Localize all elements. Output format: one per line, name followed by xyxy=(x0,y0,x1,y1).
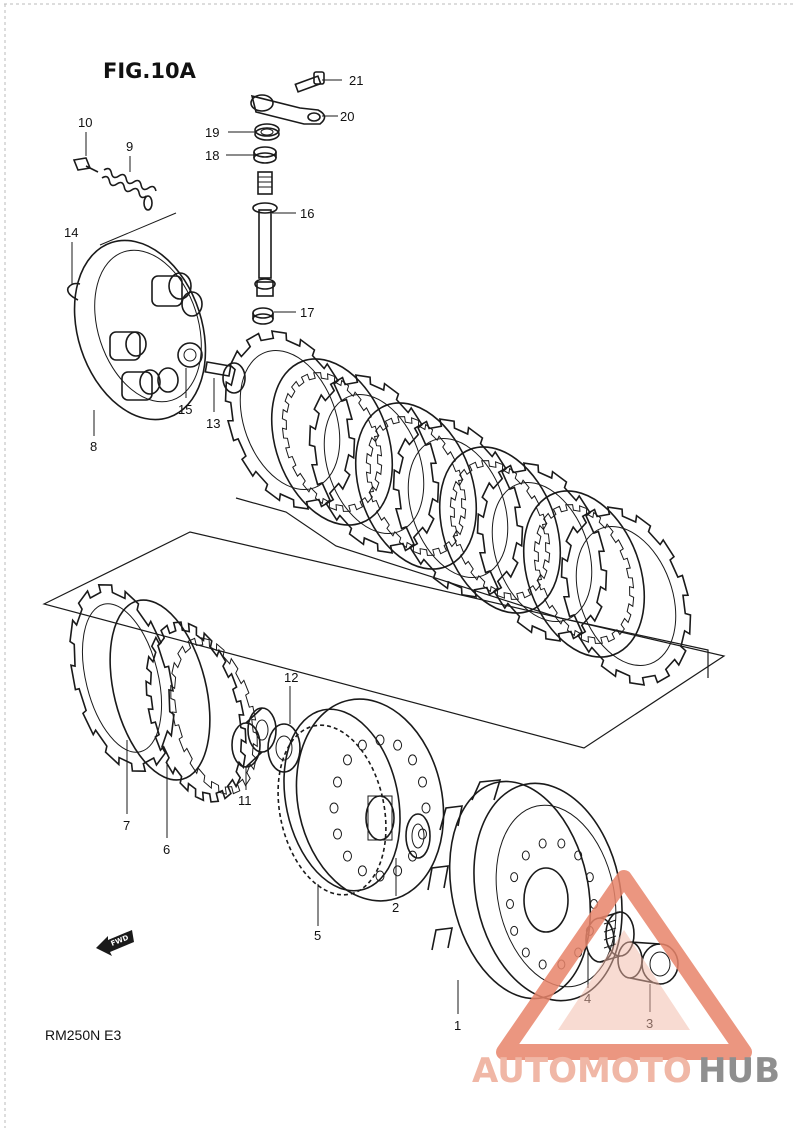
watermark-text: AUTOMOTO HUB xyxy=(472,1051,780,1091)
part-10-bolt xyxy=(72,157,99,173)
drive-plate xyxy=(560,506,692,686)
callout-11: 11 xyxy=(238,793,252,808)
part-21-bolt xyxy=(294,71,325,93)
callout-1: 1 xyxy=(454,1018,461,1033)
drive-plate xyxy=(392,418,524,598)
driven-plate-teeth xyxy=(365,416,467,556)
drive-plate xyxy=(476,462,608,642)
guide-line-9 xyxy=(99,212,177,246)
part-17-bearing xyxy=(252,307,274,325)
watermark-text-a: AUTOMOTO xyxy=(472,1051,692,1091)
drive-plate xyxy=(224,330,356,510)
callout-12: 12 xyxy=(284,670,298,685)
part-8-pressure-plate xyxy=(73,239,207,421)
part-15-bearing xyxy=(177,342,203,368)
drive-plate-inner xyxy=(407,438,509,578)
part-1-clutch-housing xyxy=(427,779,623,1002)
upper-stack-frame xyxy=(235,497,709,678)
part-6-plate xyxy=(145,621,247,803)
drive-plate-inner xyxy=(323,394,425,534)
part-16-release-shaft xyxy=(252,171,278,297)
part-2-thrust-washer xyxy=(405,813,431,859)
callout-7: 7 xyxy=(123,818,130,833)
part-20-release-arm xyxy=(250,94,326,125)
drive-plate xyxy=(308,374,440,554)
callout-18: 18 xyxy=(205,148,219,163)
driven-plate-teeth xyxy=(533,504,635,644)
drive-plate-inner xyxy=(491,482,593,622)
callout-19: 19 xyxy=(205,125,219,140)
fwd-arrow-icon: FWD xyxy=(96,930,134,956)
part-18-bearing xyxy=(253,146,277,164)
part-7-plate-inner xyxy=(82,603,162,753)
callout-6: 6 xyxy=(163,842,170,857)
part-9-clutch-spring xyxy=(101,167,157,211)
drive-plate-inner xyxy=(239,350,341,490)
part-7-drive-plate xyxy=(69,584,175,772)
model-code: RM250N E3 xyxy=(45,1027,121,1043)
callout-9: 9 xyxy=(126,139,133,154)
callout-10: 10 xyxy=(78,115,92,130)
watermark-logo xyxy=(496,870,752,1060)
callout-2: 2 xyxy=(392,900,399,915)
part-19-oil-seal xyxy=(254,123,280,141)
callout-leaders xyxy=(71,79,651,1014)
part-13-push-piece xyxy=(204,361,246,394)
callout-21: 21 xyxy=(349,73,363,88)
driven-plate-teeth xyxy=(449,460,551,600)
part-5-clutch-sleeve-hub xyxy=(277,698,445,902)
callout-15: 15 xyxy=(178,402,192,417)
figure-title: FIG.10A xyxy=(103,59,197,83)
callout-14: 14 xyxy=(64,225,78,240)
callout-20: 20 xyxy=(340,109,354,124)
part-6-plate-inner xyxy=(170,637,258,795)
driven-plate-teeth xyxy=(281,372,383,512)
callout-16: 16 xyxy=(300,206,314,221)
lower-section-frame xyxy=(42,531,726,749)
callout-5: 5 xyxy=(314,928,321,943)
callout-13: 13 xyxy=(206,416,220,431)
drive-plate-inner xyxy=(575,526,677,666)
part-7-driven-plate xyxy=(109,599,211,781)
callout-17: 17 xyxy=(300,305,314,320)
watermark-text-b: HUB xyxy=(698,1051,780,1091)
part-14-circlip xyxy=(66,282,81,301)
plate-stack-lower xyxy=(69,584,258,803)
callout-8: 8 xyxy=(90,439,97,454)
plate-stack-upper xyxy=(224,330,692,686)
